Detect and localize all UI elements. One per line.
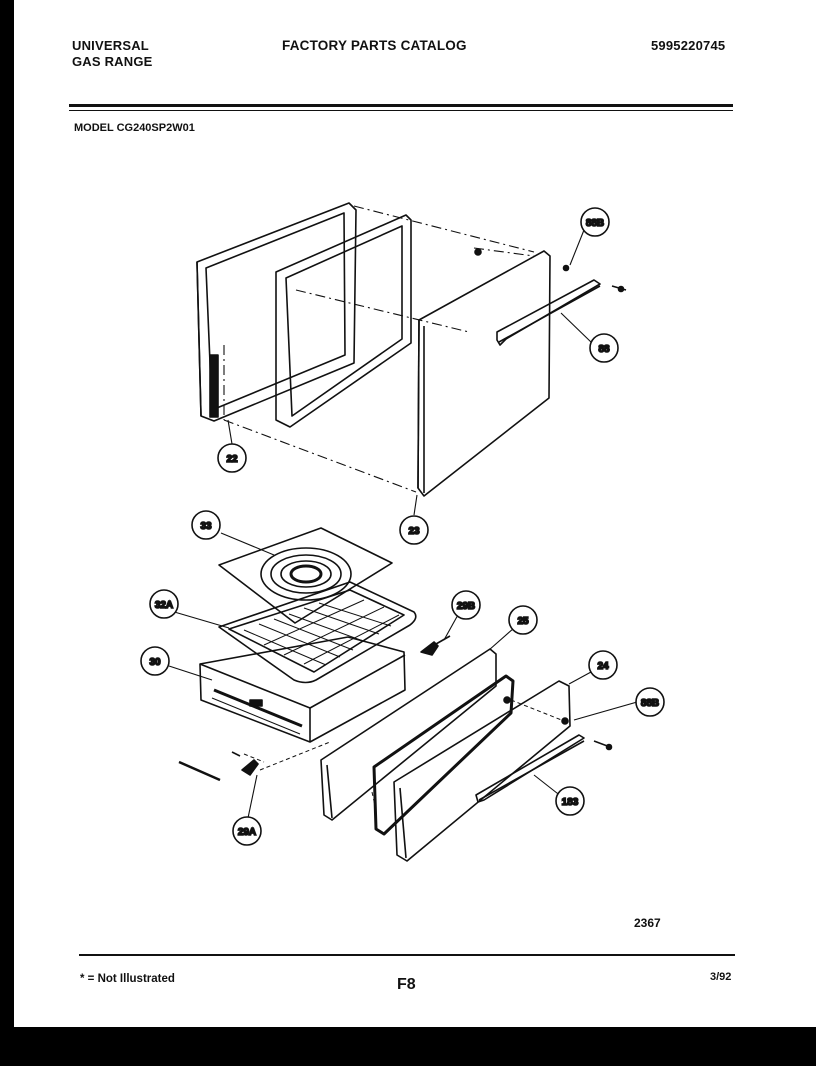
inner-door-frame xyxy=(196,202,357,422)
svg-text:32A: 32A xyxy=(155,600,173,611)
brand-line-1: UNIVERSAL xyxy=(72,38,149,53)
model-label: MODEL CG240SP2W01 xyxy=(74,122,195,134)
assembly-lines-lower xyxy=(243,699,565,811)
callout-183: 183 xyxy=(555,786,585,816)
svg-text:88B: 88B xyxy=(586,218,604,229)
not-illustrated-note: * = Not Illustrated xyxy=(80,973,175,985)
hinge-pin xyxy=(474,248,482,256)
callout-88b-top: 88B xyxy=(580,207,610,237)
exploded-parts-diagram: 22 23 33 32A 30 29B 25 24 88B 88 88B 183… xyxy=(140,202,665,862)
header-rule-thin xyxy=(69,110,733,111)
callout-30: 30 xyxy=(140,646,170,676)
svg-text:25: 25 xyxy=(517,616,529,627)
part-number: 5995220745 xyxy=(651,38,726,53)
svg-text:29A: 29A xyxy=(238,827,256,838)
svg-text:29B: 29B xyxy=(457,601,475,612)
door-liner-panel xyxy=(275,214,412,428)
callout-24: 24 xyxy=(588,650,618,680)
drawer-front-panel xyxy=(393,680,571,862)
catalog-title: FACTORY PARTS CATALOG xyxy=(282,38,467,53)
figure-number: 2367 xyxy=(634,916,661,930)
drawer-screws xyxy=(503,696,613,751)
revision-date: 3/92 xyxy=(710,971,732,983)
footer-rule xyxy=(79,954,735,956)
callout-88: 88 xyxy=(589,333,619,363)
outer-oven-door xyxy=(417,250,551,497)
drawer-insulation-panel xyxy=(372,674,515,836)
broiler-pan-insert xyxy=(218,527,393,624)
callout-22: 22 xyxy=(217,443,247,473)
assembly-lines-upper xyxy=(223,205,535,493)
handle-screw-top xyxy=(562,264,627,293)
callout-29b: 29B xyxy=(451,590,481,620)
svg-text:23: 23 xyxy=(408,526,420,537)
broiler-pan xyxy=(218,581,417,684)
header-rule xyxy=(69,104,733,107)
svg-text:24: 24 xyxy=(597,661,609,672)
drawer-clip-left xyxy=(178,751,259,782)
callout-25: 25 xyxy=(508,605,538,635)
drawer-handle xyxy=(475,734,585,803)
svg-text:33: 33 xyxy=(200,521,212,532)
brand-line-2: GAS RANGE xyxy=(72,54,153,69)
callout-29a: 29A xyxy=(232,816,262,846)
catalog-page: UNIVERSAL GAS RANGE FACTORY PARTS CATALO… xyxy=(14,0,816,1027)
callout-leaders xyxy=(168,229,638,819)
door-handle xyxy=(496,279,601,346)
callout-88b-bottom: 88B xyxy=(635,687,665,717)
broiler-drawer-body xyxy=(199,636,406,743)
callout-32a: 32A xyxy=(149,589,179,619)
svg-text:30: 30 xyxy=(149,657,161,668)
page-number: F8 xyxy=(397,976,416,993)
svg-text:88: 88 xyxy=(598,344,610,355)
drawer-front-outer xyxy=(320,648,497,821)
svg-text:22: 22 xyxy=(226,454,238,465)
callouts: 22 23 33 32A 30 29B 25 24 88B 88 88B 183… xyxy=(140,207,665,846)
svg-text:183: 183 xyxy=(562,797,579,808)
drawer-clip-right xyxy=(420,635,451,656)
callout-33: 33 xyxy=(191,510,221,540)
svg-text:88B: 88B xyxy=(641,698,659,709)
callout-23: 23 xyxy=(399,515,429,545)
